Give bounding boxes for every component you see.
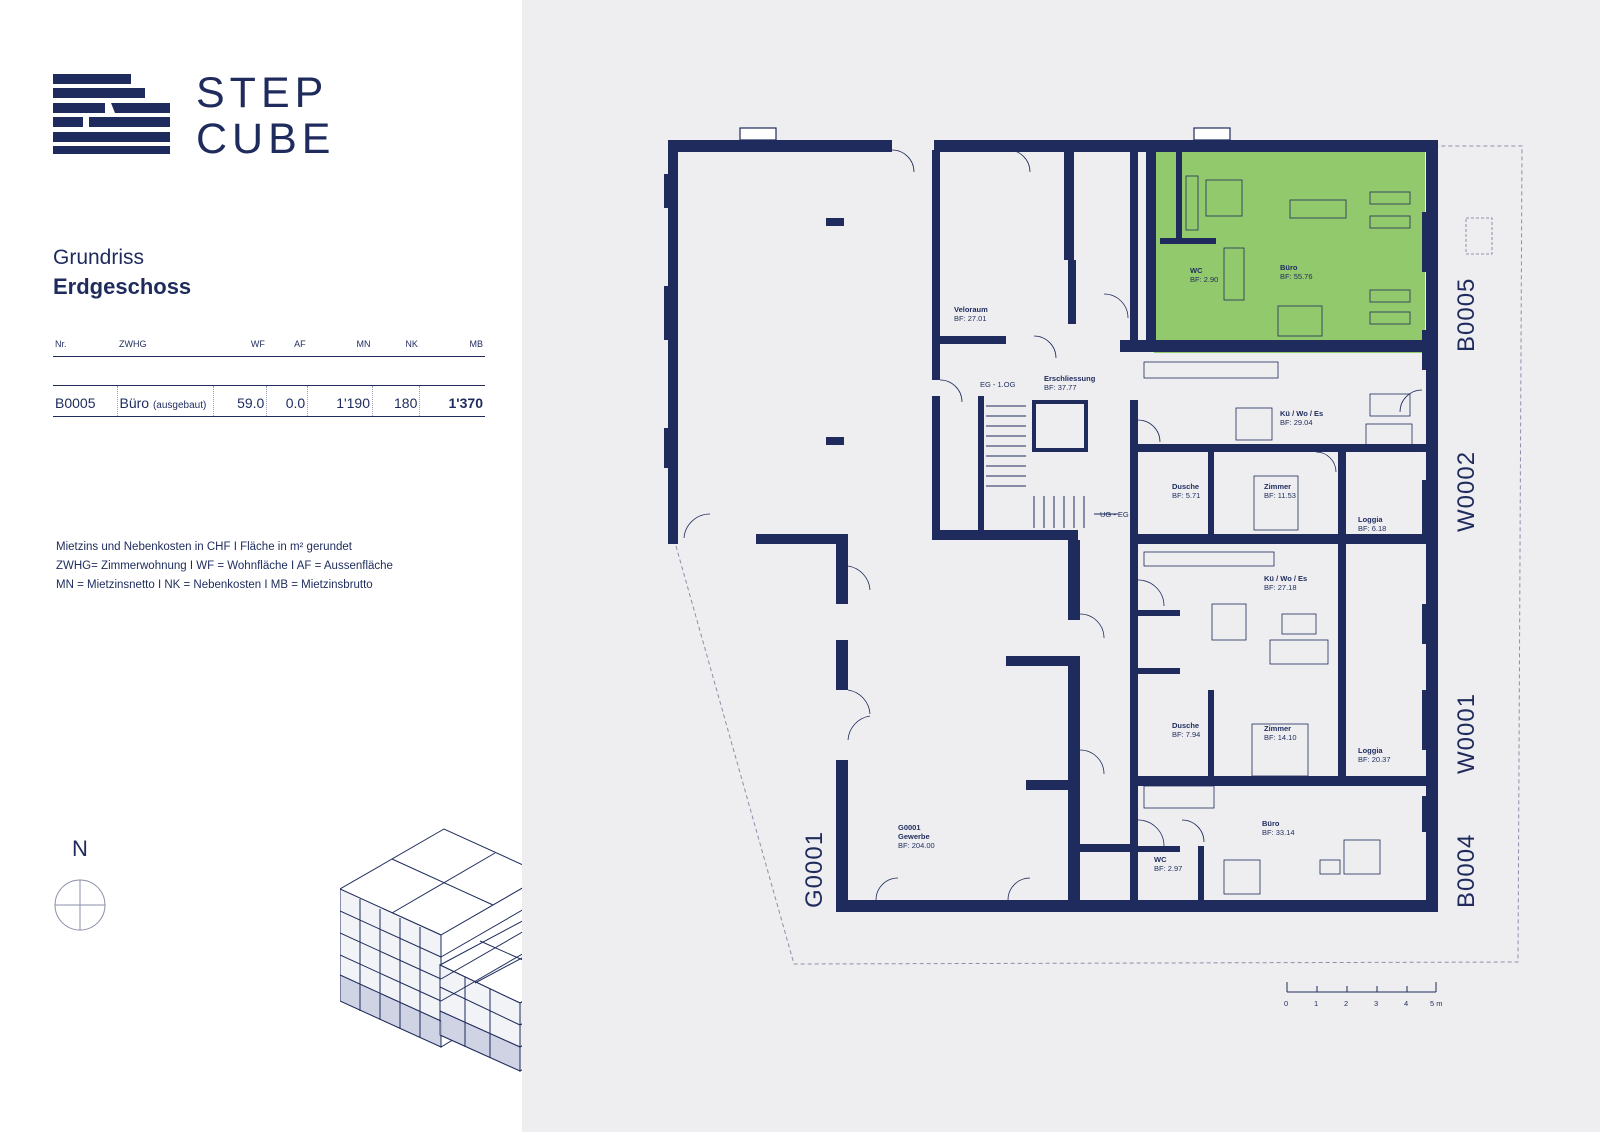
brand-line-1: STEP <box>196 69 329 117</box>
stair-down-label: UG - EG <box>1100 510 1129 519</box>
unit-code-b0005: B0005 <box>1453 278 1480 352</box>
cell-nr: B0005 <box>53 385 117 417</box>
highlight-b0005 <box>1154 150 1425 353</box>
info-panel: STEP CUBE Grundriss Erdgeschoss Nr. ZWHG… <box>0 0 612 1132</box>
room-label-veloraum: Veloraum <box>954 305 988 314</box>
room-area-kwe-w0001: BF: 27.18 <box>1264 583 1297 592</box>
header-nr: Nr. <box>53 339 117 357</box>
room-area-gewerbe: BF: 204.00 <box>898 841 935 850</box>
cell-zwhg: Büro (ausgebaut) <box>116 385 213 417</box>
room-area-zimmer-w0002: BF: 11.53 <box>1264 491 1296 500</box>
room-area-dusche-w0002: BF: 5.71 <box>1172 491 1200 500</box>
cell-mn: 1'190 <box>307 385 373 417</box>
roof-vents <box>739 127 1231 141</box>
plan-subtitle: Grundriss <box>53 246 145 269</box>
header-mn: MN <box>307 339 373 357</box>
legend-note-2: ZWHG= Zimmerwohnung I WF = Wohnfläche I … <box>56 560 393 572</box>
room-area-erschliessung: BF: 37.77 <box>1044 383 1077 392</box>
header-wf: WF <box>213 339 267 357</box>
table-row: B0005 Büro (ausgebaut) 59.0 0.0 1'190 18… <box>53 385 485 417</box>
room-label-buero-b0005: Büro <box>1280 263 1298 272</box>
header-mb: MB <box>419 339 485 357</box>
room-area-wc-b0005: BF: 2.90 <box>1190 275 1218 284</box>
room-label-gewerbe: Gewerbe <box>898 832 930 841</box>
door-swings <box>683 149 1423 901</box>
room-label-zimmer-w0001: Zimmer <box>1264 724 1291 733</box>
step-cube-logo <box>53 74 170 154</box>
unit-code-w0001: W0001 <box>1453 693 1480 774</box>
apartment-furniture <box>1143 361 1413 895</box>
room-area-loggia-w0002: BF: 6.18 <box>1358 524 1386 533</box>
cell-wf: 59.0 <box>212 385 267 417</box>
scale-tick-3: 3 <box>1374 999 1378 1008</box>
floor-plan: Büro BF: 55.76 WC BF: 2.90 Veloraum BF: … <box>664 127 1523 1008</box>
scale-tick-1: 1 <box>1314 999 1318 1008</box>
office-furniture <box>1185 175 1411 337</box>
room-area-buero-b0004: BF: 33.14 <box>1262 828 1295 837</box>
cell-zwhg-type: Büro <box>119 395 150 411</box>
unit-code-b0004: B0004 <box>1453 834 1480 908</box>
plan-title: Erdgeschoss <box>53 274 192 299</box>
room-area-veloraum: BF: 27.01 <box>954 314 987 323</box>
room-label-wc-b0005: WC <box>1190 266 1203 275</box>
shaft-symbol <box>1465 217 1493 255</box>
header-af: AF <box>266 339 308 357</box>
room-label-kwe-w0001: Kü / Wo / Es <box>1264 574 1307 583</box>
room-label-kwe-w0002: Kü / Wo / Es <box>1280 409 1323 418</box>
north-label: N <box>72 836 88 861</box>
room-label-loggia-w0002: Loggia <box>1358 515 1383 524</box>
cell-af: 0.0 <box>266 385 308 417</box>
cell-mb: 1'370 <box>419 385 485 417</box>
plan-panel: Büro BF: 55.76 WC BF: 2.90 Veloraum BF: … <box>522 0 1600 1132</box>
room-label-loggia-w0001: Loggia <box>1358 746 1383 755</box>
stair-up-label: EG - 1.OG <box>980 380 1016 389</box>
room-label-erschliessung: Erschliessung <box>1044 374 1096 383</box>
room-label-dusche-w0001: Dusche <box>1172 721 1199 730</box>
room-area-dusche-w0001: BF: 7.94 <box>1172 730 1200 739</box>
legend-note-3: MN = Mietzinsnetto I NK = Nebenkosten I … <box>56 579 373 591</box>
room-label-buero-b0004: Büro <box>1262 819 1280 828</box>
room-area-wc-b0004: BF: 2.97 <box>1154 864 1182 873</box>
room-area-kwe-w0002: BF: 29.04 <box>1280 418 1313 427</box>
header-zwhg: ZWHG <box>117 339 213 357</box>
scale-tick-5: 5 m <box>1430 999 1443 1008</box>
scale-bar: 0 1 2 3 4 5 m <box>1284 982 1443 1008</box>
cell-nk: 180 <box>372 385 420 417</box>
scale-tick-2: 2 <box>1344 999 1348 1008</box>
compass-icon <box>54 879 106 931</box>
header-nk: NK <box>372 339 420 357</box>
unit-code-g0001: G0001 <box>801 831 828 908</box>
unit-code-w0002: W0002 <box>1453 451 1480 532</box>
scale-tick-0: 0 <box>1284 999 1288 1008</box>
room-label-dusche-w0002: Dusche <box>1172 482 1199 491</box>
scale-tick-4: 4 <box>1404 999 1408 1008</box>
cell-zwhg-note: (ausgebaut) <box>152 400 207 411</box>
walls <box>664 140 1438 912</box>
room-area-loggia-w0001: BF: 20.37 <box>1358 755 1391 764</box>
room-area-buero-b0005: BF: 55.76 <box>1280 272 1313 281</box>
staircase <box>986 405 1118 528</box>
brand-line-2: CUBE <box>196 115 336 163</box>
unit-table: Nr. ZWHG WF AF MN NK MB B0005 Büro (ausg… <box>53 339 485 417</box>
property-outline <box>675 145 1523 965</box>
room-label-g0001: G0001 <box>898 823 921 832</box>
room-label-zimmer-w0002: Zimmer <box>1264 482 1291 491</box>
room-label-wc-b0004: WC <box>1154 855 1167 864</box>
room-area-zimmer-w0001: BF: 14.10 <box>1264 733 1297 742</box>
legend-note-1: Mietzins und Nebenkosten in CHF I Fläche… <box>56 541 352 553</box>
